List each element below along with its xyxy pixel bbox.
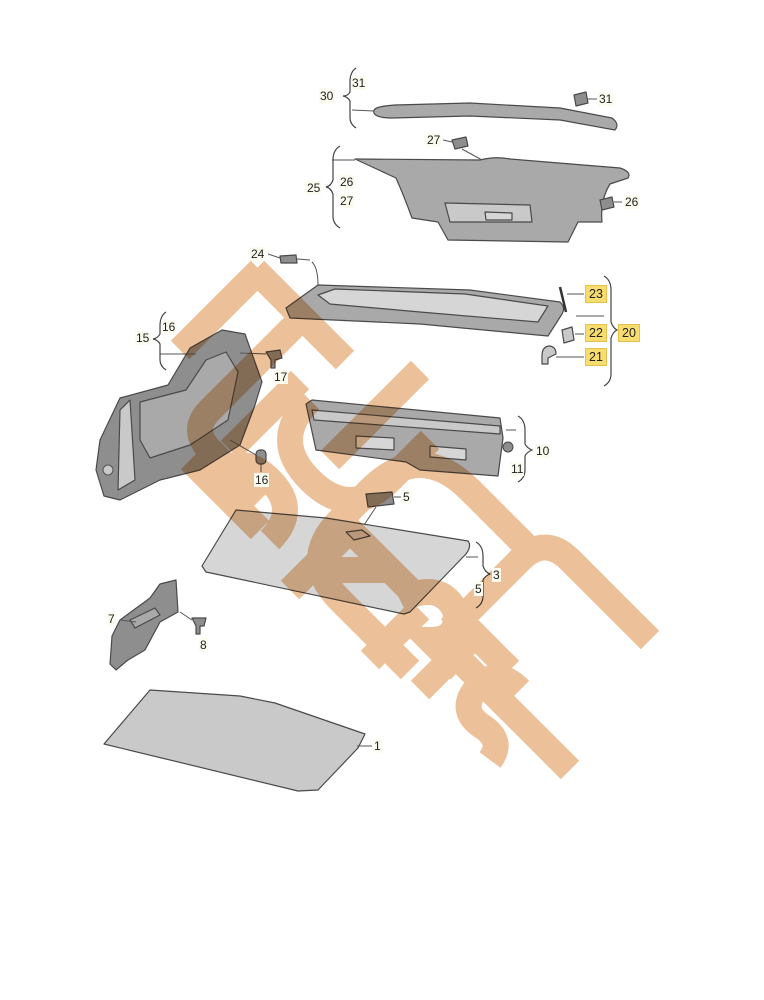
part-22-holder [561,326,584,344]
callout-23[interactable]: 23 [585,285,607,303]
callout-7[interactable]: 7 [107,612,116,626]
callout-26[interactable]: 26 [624,195,640,209]
part-26-clip [599,196,622,211]
callout-31[interactable]: 31 [351,76,367,90]
callout-1[interactable]: 1 [373,739,382,753]
callout-15[interactable]: 15 [135,331,151,345]
part-21-hook [541,345,584,365]
part-8-screw [179,611,207,635]
part-23-cord [558,286,584,313]
callout-17[interactable]: 17 [273,370,289,384]
part-30-upper-trim [342,67,618,131]
part-20-parcel-shelf [285,261,565,337]
callout-5[interactable]: 5 [474,582,483,596]
part-31-clip [573,91,597,107]
part-15-side-trim [95,311,263,501]
part-1-floor-covering [103,689,372,792]
callout-10[interactable]: 10 [535,444,551,458]
callout-20[interactable]: 20 [618,324,640,342]
callout-21[interactable]: 21 [585,348,607,366]
part-7-bracket [109,579,179,671]
callout-22[interactable]: 22 [585,324,607,342]
watermark [170,260,660,780]
callout-25[interactable]: 25 [306,181,322,195]
callout-11[interactable]: 11 [510,462,525,476]
callout-27[interactable]: 27 [426,133,442,147]
callout-27[interactable]: 27 [339,194,355,208]
callout-8[interactable]: 8 [199,638,208,652]
callout-3[interactable]: 3 [492,568,501,582]
callout-16[interactable]: 16 [254,473,270,487]
callout-24[interactable]: 24 [250,247,266,261]
part-25-tailgate-trim [325,145,630,243]
callout-16[interactable]: 16 [161,320,177,334]
callout-5[interactable]: 5 [402,490,411,504]
part-24-cord [267,253,311,264]
part-27-clip [442,136,483,161]
callout-30[interactable]: 30 [319,89,335,103]
callout-31[interactable]: 31 [598,92,614,106]
callout-26[interactable]: 26 [339,175,355,189]
